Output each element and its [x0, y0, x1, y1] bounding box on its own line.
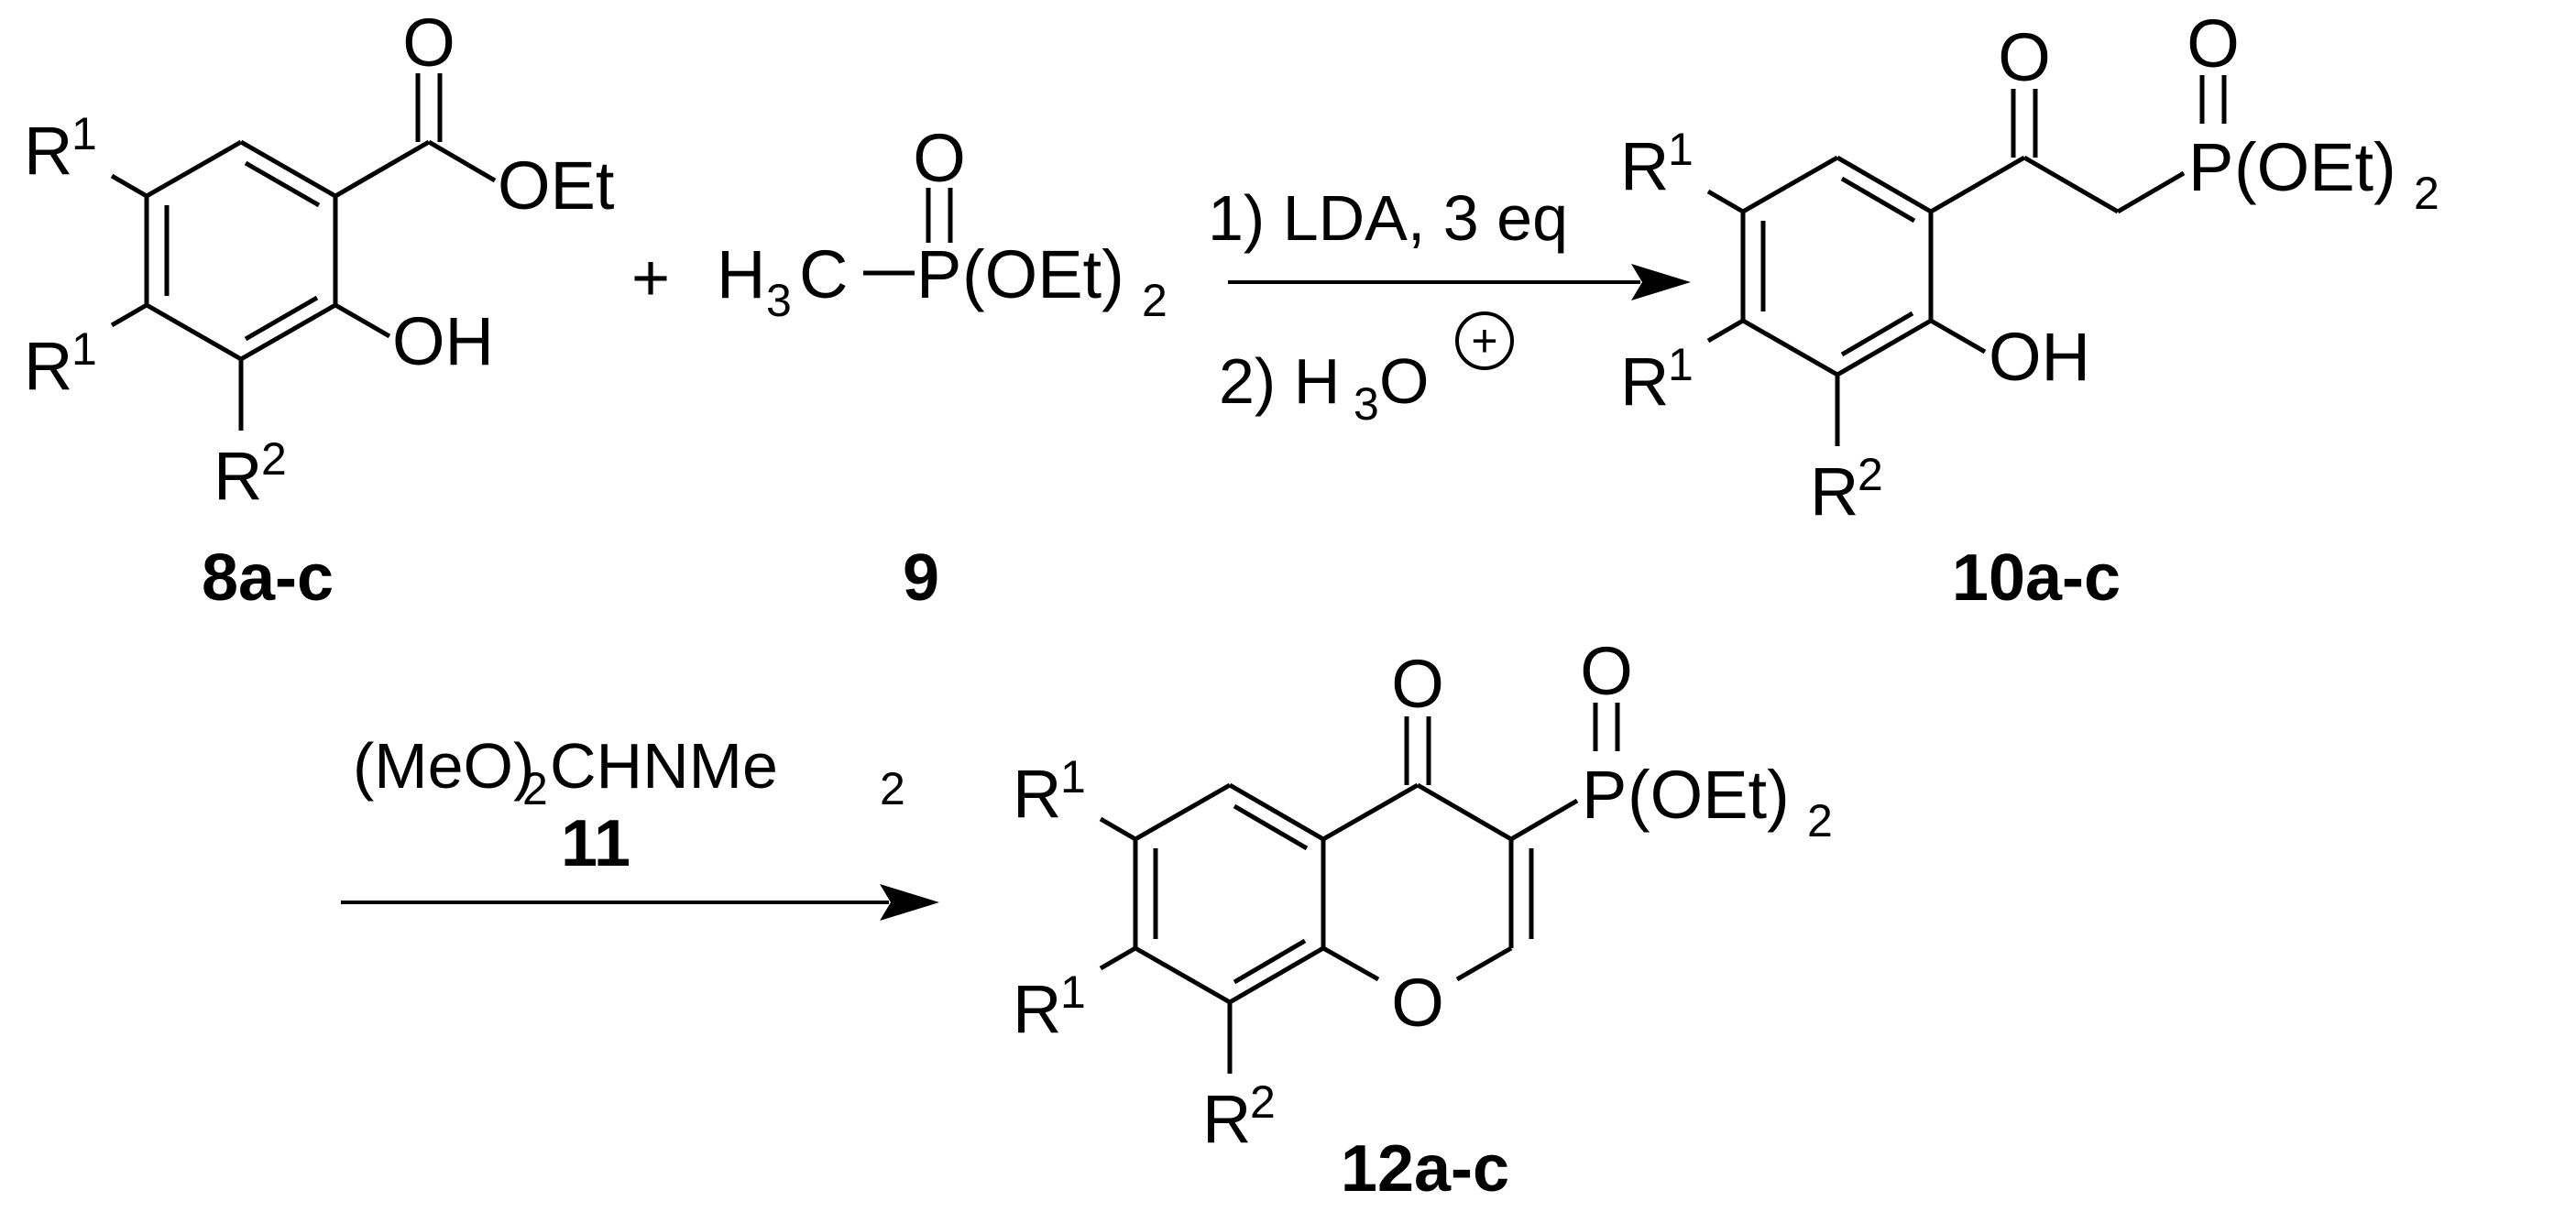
ketone-oxygen-label: O	[1998, 19, 2051, 95]
methyl-subscript: 3	[766, 275, 792, 326]
step1-h3o-subscript: 3	[1354, 378, 1379, 430]
phosphonate-subscript-12: 2	[1807, 795, 1833, 846]
ester-oet-label: OEt	[498, 147, 615, 224]
step1-condition-line1: 1) LDA, 3 eq	[1208, 182, 1568, 254]
compound-12-structure	[1099, 703, 1620, 1074]
r1-upper-label-10: R	[1620, 128, 1669, 204]
r1-lower-label-10: R	[1620, 344, 1669, 420]
reaction-arrow-2	[341, 884, 939, 921]
hydroxyl-label: OH	[392, 303, 494, 379]
phosphorus-label-12: P	[1582, 757, 1627, 833]
chromone-carbonyl-oxygen-label: O	[1391, 646, 1444, 722]
phosphorus-label-10: P	[2188, 129, 2233, 205]
compound-10-id: 10a-c	[1952, 541, 2121, 615]
phosphorus-label: P	[916, 236, 961, 312]
r1-lower-superscript: 1	[71, 323, 97, 375]
r1-lower-superscript-12: 1	[1060, 966, 1086, 1018]
carbonyl-oxygen-label: O	[402, 5, 455, 81]
phosphonate-subscript-10: 2	[2414, 168, 2439, 219]
compound-8-structure	[110, 73, 497, 431]
r1-upper-superscript-12: 1	[1060, 751, 1086, 803]
compound-12-id: 12a-c	[1341, 1132, 1509, 1206]
r2-label-12: R	[1202, 1081, 1251, 1157]
compound-9-id: 9	[903, 541, 939, 615]
step2-reagent-prefix: (MeO)	[353, 730, 534, 802]
phosphoryl-oxygen-label: O	[913, 120, 966, 196]
methyl-c-label: C	[799, 236, 848, 312]
phosphonate-oet-label-12: (OEt)	[1628, 757, 1790, 833]
r2-label: R	[214, 438, 262, 514]
r2-superscript-10: 2	[1858, 449, 1883, 500]
positive-charge-circle	[1455, 311, 1514, 370]
phosphonate-subscript: 2	[1142, 275, 1167, 326]
hydroxyl-label-10: OH	[1989, 319, 2090, 395]
methyl-h-label: H	[717, 236, 765, 312]
step1-condition-line2: 2) H	[1219, 345, 1340, 417]
plus-sign: +	[631, 242, 670, 315]
phosphonate-oet-label-10: (OEt)	[2234, 129, 2396, 205]
r2-label-10: R	[1810, 453, 1858, 530]
r1-lower-label: R	[24, 328, 72, 404]
phosphoryl-oxygen-label-10: O	[2187, 5, 2240, 82]
r2-superscript-12: 2	[1250, 1076, 1276, 1128]
step2-reagent-suffix: CHNMe	[550, 730, 778, 802]
step2-reagent-subscript: 2	[522, 763, 548, 814]
step1-h3o-oxygen: O	[1379, 345, 1429, 417]
positive-charge-sign: +	[1471, 315, 1497, 366]
reaction-arrow-1	[1228, 264, 1691, 300]
r1-lower-label-12: R	[1013, 971, 1061, 1047]
r1-upper-label: R	[24, 113, 72, 189]
compound-9-structure	[863, 188, 953, 276]
r1-upper-superscript-10: 1	[1668, 124, 1694, 175]
r1-upper-label-12: R	[1013, 756, 1061, 832]
reagent-11-id: 11	[561, 807, 630, 880]
step2-reagent-subscript-2: 2	[880, 763, 905, 814]
phosphoryl-oxygen-label-12: O	[1580, 633, 1633, 709]
r2-superscript: 2	[261, 433, 287, 485]
r1-lower-superscript-10: 1	[1668, 339, 1694, 390]
r1-upper-superscript: 1	[71, 108, 97, 159]
compound-10-structure	[1706, 75, 2227, 446]
phosphonate-oet-label: (OEt)	[962, 236, 1124, 312]
ring-oxygen-label: O	[1391, 965, 1444, 1041]
compound-8-id: 8a-c	[202, 541, 334, 615]
